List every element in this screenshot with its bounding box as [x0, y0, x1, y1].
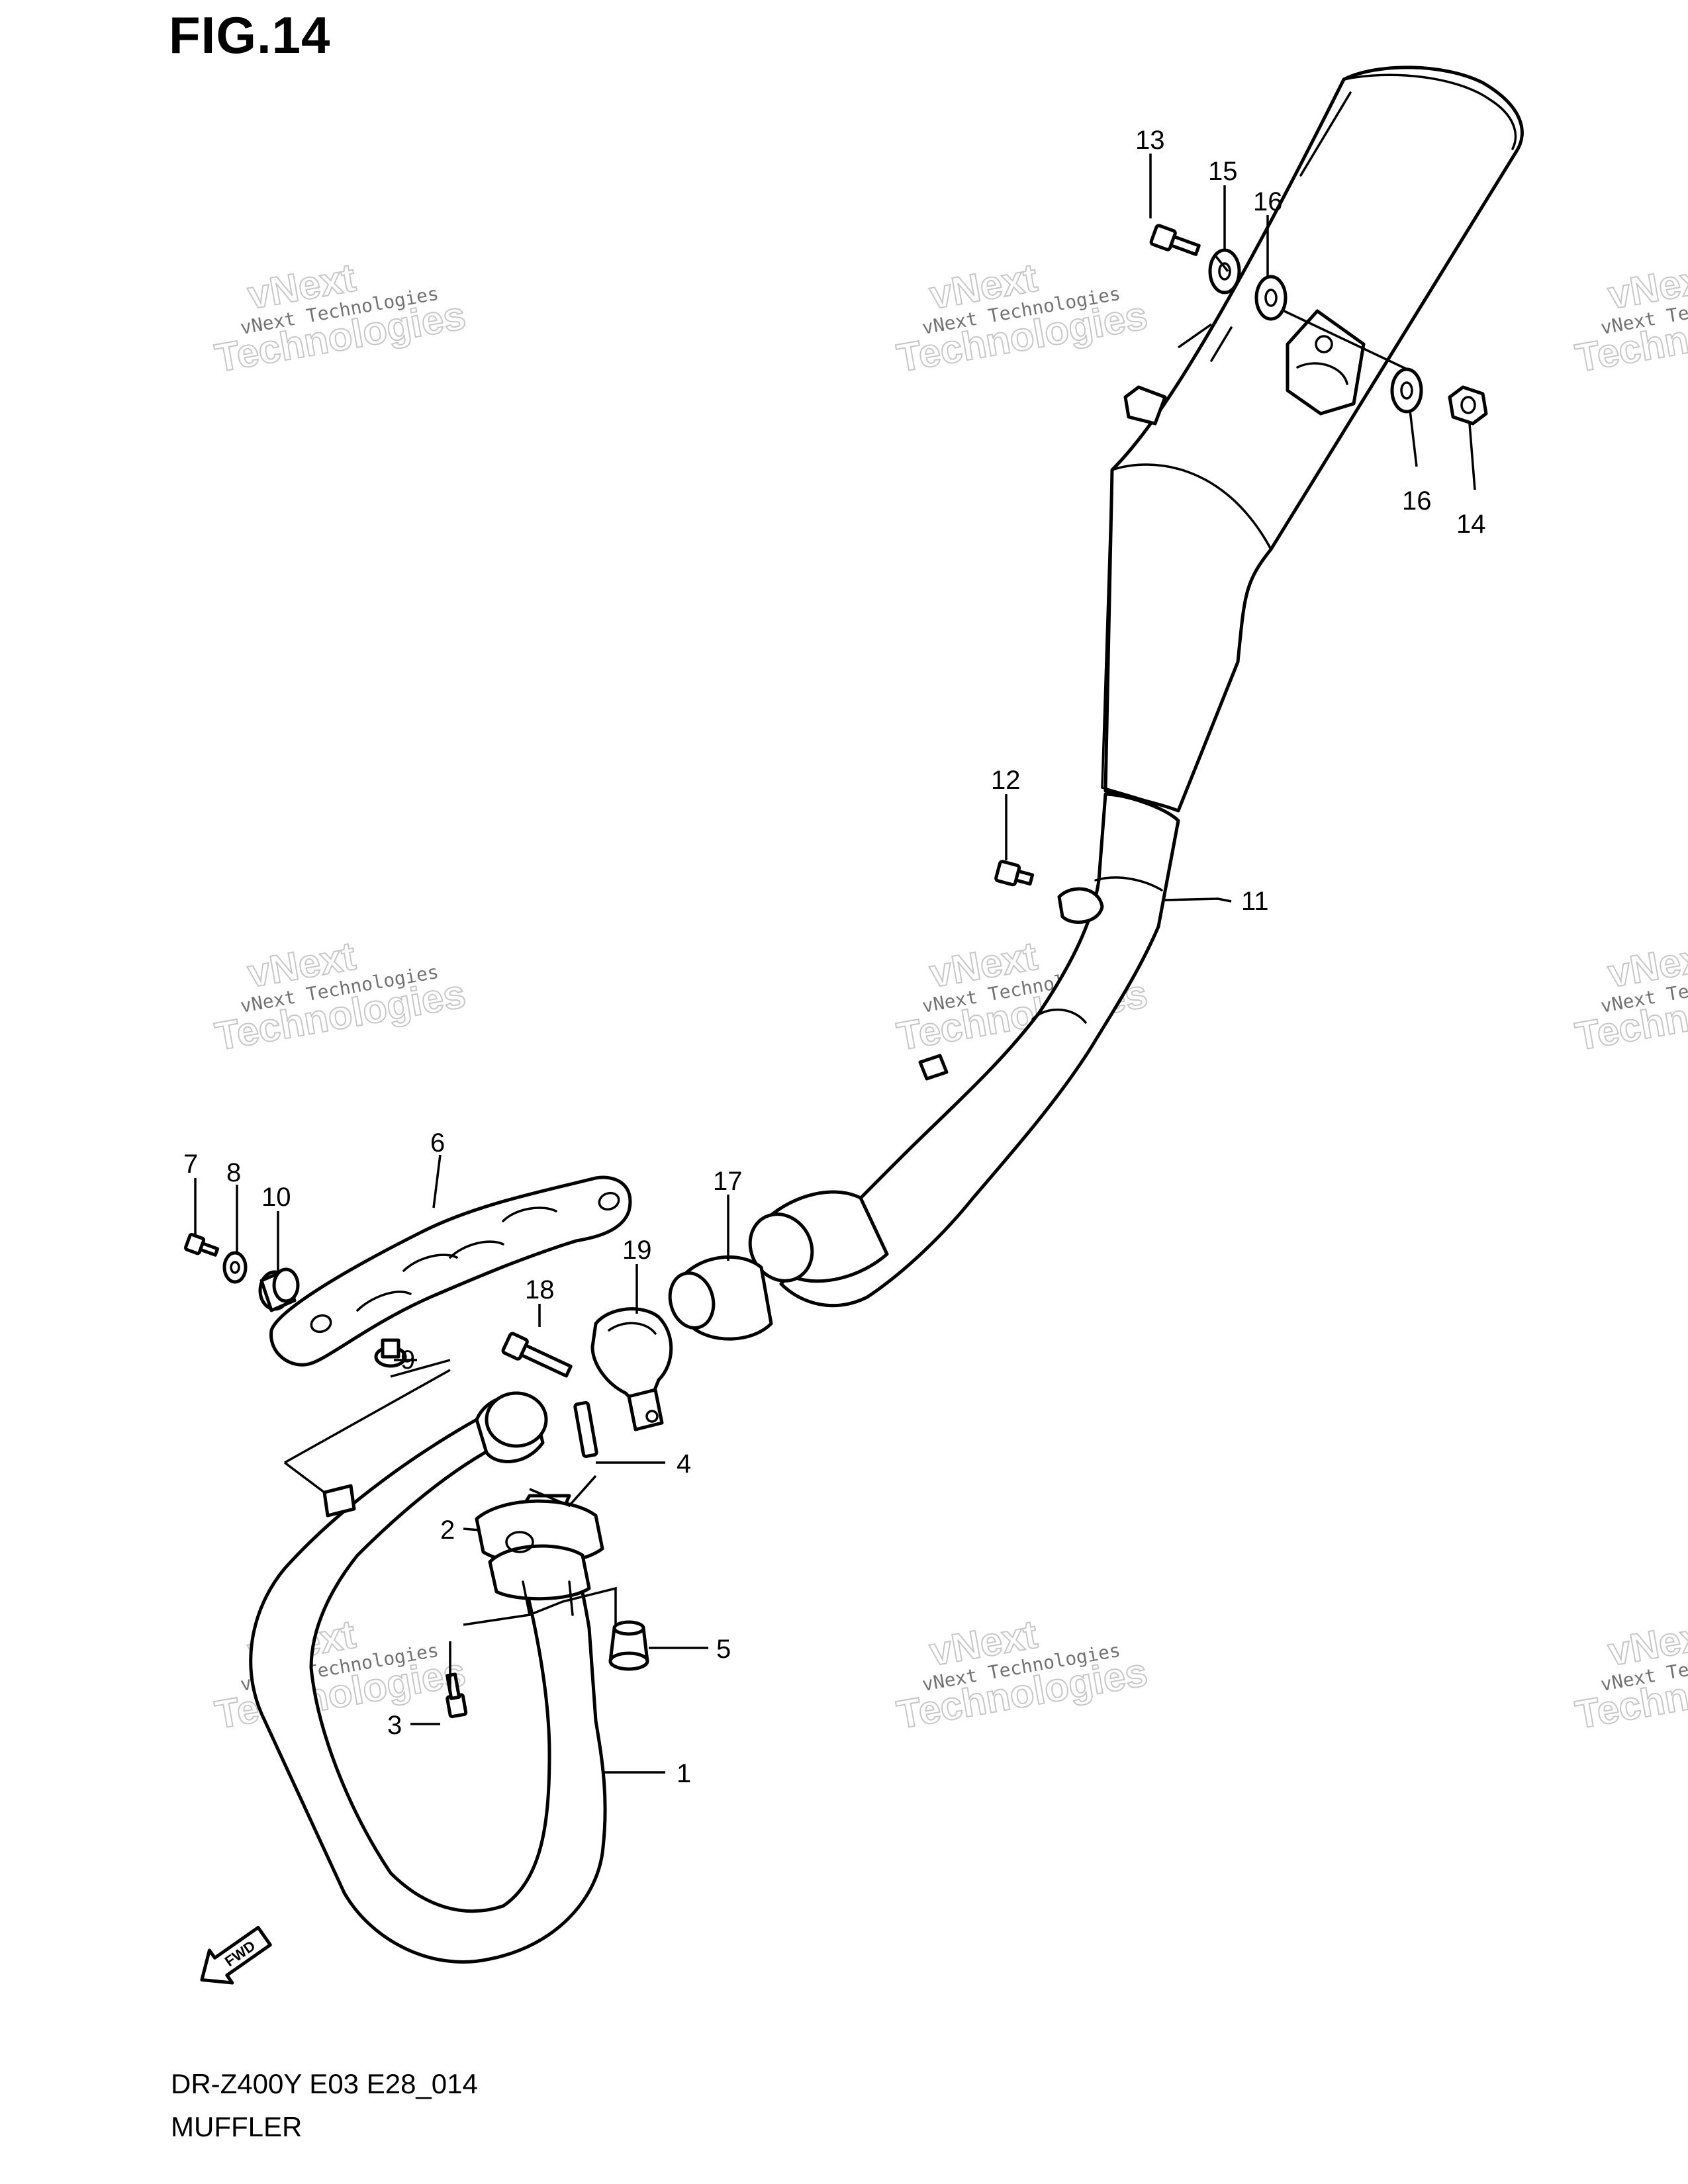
- callout-17: 17: [713, 1167, 743, 1196]
- bolt-12: [994, 860, 1035, 887]
- bolt-13: [1149, 224, 1201, 256]
- watermark-8: vNext Technologies vNext Technologies: [893, 1611, 1151, 1737]
- callout-10: 10: [261, 1183, 291, 1212]
- model-code: DR-Z400Y E03 E28_014: [171, 2068, 478, 2099]
- collar-10: [258, 1267, 300, 1312]
- callout-16-upper: 16: [1253, 187, 1283, 216]
- callout-19: 19: [622, 1236, 652, 1265]
- callout-15: 15: [1208, 157, 1238, 186]
- watermark-9: vNext Technologies vNext Technologies: [1571, 1611, 1688, 1737]
- stud-4: [573, 1401, 598, 1458]
- nut-14: [1448, 385, 1488, 426]
- watermark-7: vNext Technologies vNext Technologies: [211, 1611, 469, 1737]
- washer-16-upper: [1254, 275, 1288, 321]
- watermark-2: vNext Technologies vNext Technologies: [893, 254, 1151, 381]
- fwd-arrow: FWD: [200, 1925, 272, 1985]
- washer-8: [222, 1251, 248, 1284]
- watermark-4: vNext Technologies vNext Technologies: [211, 933, 469, 1059]
- bolt-7: [183, 1232, 220, 1257]
- callout-11: 11: [1241, 887, 1269, 916]
- callout-numbers: 1 2 3 4 5 6 7 8 9 10 11 12 13 14 15 16 1…: [183, 126, 1486, 1788]
- callout-14: 14: [1456, 510, 1486, 539]
- callout-8: 8: [226, 1158, 241, 1187]
- callout-3: 3: [387, 1711, 402, 1740]
- watermark-1: vNext Technologies vNext Technologies: [211, 254, 469, 381]
- bolt-18: [501, 1332, 573, 1378]
- watermarks: vNext Technologies vNext Technologies vN…: [211, 254, 1688, 1737]
- washer-15: [1208, 248, 1241, 295]
- nut-5: [608, 1620, 649, 1671]
- exhaust-pipe: [249, 1391, 607, 1964]
- heat-shield: [269, 1175, 632, 1367]
- callout-leaders: [194, 154, 1476, 1774]
- callout-18: 18: [525, 1275, 555, 1304]
- hardware: [183, 224, 1488, 1719]
- watermark-3: vNext Technologies vNext Technologies: [1571, 254, 1688, 381]
- callout-13: 13: [1135, 126, 1165, 155]
- clamp: [590, 1307, 673, 1432]
- callout-12: 12: [991, 766, 1021, 795]
- callout-5: 5: [716, 1635, 731, 1664]
- callout-4: 4: [677, 1449, 691, 1479]
- gasket: [668, 1255, 773, 1341]
- callout-6: 6: [430, 1128, 445, 1158]
- bolt-9: [374, 1338, 407, 1368]
- section-name: MUFFLER: [171, 2111, 303, 2142]
- callout-7: 7: [183, 1150, 198, 1179]
- callout-2: 2: [440, 1516, 455, 1545]
- muffler-body: [1101, 66, 1524, 825]
- callout-1: 1: [677, 1759, 691, 1788]
- figure-title: FIG.14: [169, 6, 331, 64]
- washer-16-lower: [1390, 367, 1423, 414]
- watermark-6: vNext Technologies vNext Technologies: [1571, 933, 1688, 1059]
- callout-9: 9: [400, 1345, 415, 1375]
- callout-16-lower: 16: [1402, 486, 1432, 516]
- muffler-inlet: [748, 1190, 889, 1283]
- assembly-lines: [283, 253, 1411, 1694]
